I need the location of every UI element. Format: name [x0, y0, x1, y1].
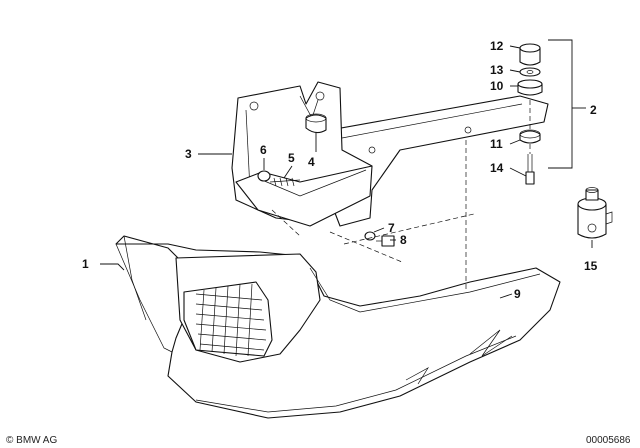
- alignment-lines: [271, 100, 531, 290]
- copyright-label: © BMW AG: [6, 435, 57, 446]
- drawing-number: 00005686: [586, 435, 631, 446]
- callout-2: 2: [590, 103, 597, 117]
- callout-7: 7: [388, 221, 395, 235]
- bracket-assembly: [231, 81, 549, 227]
- callout-14: 14: [490, 161, 504, 175]
- callout-9: 9: [514, 287, 521, 301]
- callout-12: 12: [490, 39, 504, 53]
- belly-pan: [115, 235, 561, 419]
- callout-6: 6: [260, 143, 267, 157]
- callout-13: 13: [490, 63, 504, 77]
- callout-10: 10: [490, 79, 504, 93]
- callout-5: 5: [288, 151, 295, 165]
- callout-15: 15: [584, 259, 598, 273]
- callout-8: 8: [400, 233, 407, 247]
- callout-11: 11: [490, 137, 503, 151]
- callout-3: 3: [185, 147, 192, 161]
- callout-4: 4: [308, 155, 315, 169]
- leader-lines: [100, 39, 593, 299]
- callout-1: 1: [82, 257, 89, 271]
- clamp-part: [577, 187, 613, 239]
